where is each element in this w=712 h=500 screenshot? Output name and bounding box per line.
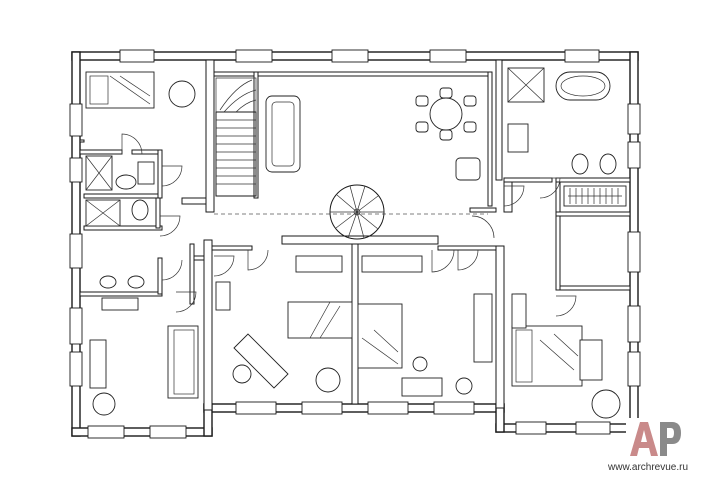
doors: [121, 133, 577, 317]
interior-walls: [79, 59, 631, 411]
living-furniture: [265, 87, 481, 181]
archrevue-logo: [626, 418, 682, 458]
spiral-stair: [329, 184, 385, 240]
bedroom-top-left: [85, 71, 196, 109]
bedroom-bottom-left: [89, 297, 199, 416]
bedroom-right: [511, 293, 621, 419]
staircase: [215, 77, 257, 197]
bedroom-center: [357, 255, 493, 397]
watermark-url: www.archrevue.ru: [608, 462, 689, 473]
master-bath: [507, 67, 617, 175]
bathroom-small: [85, 155, 155, 289]
study-room: [215, 255, 353, 393]
wardrobe: [563, 185, 627, 207]
windows: [69, 49, 641, 439]
